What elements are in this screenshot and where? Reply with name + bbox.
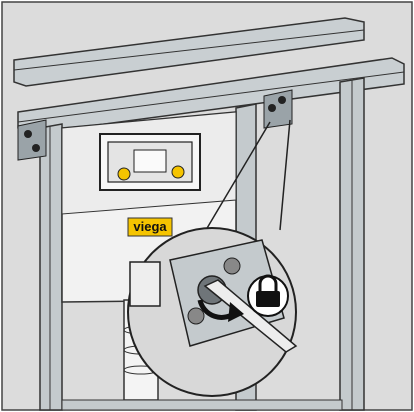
curved-arrow-clockwise-icon <box>197 299 244 322</box>
brand-logo: viega <box>127 217 173 237</box>
wall-rail-upper <box>13 17 365 87</box>
bottom-rail <box>61 399 343 411</box>
frame-upright-left <box>39 123 63 411</box>
corner-bracket-right <box>263 89 293 129</box>
corner-bracket-left <box>17 119 47 161</box>
callout-leader-line <box>199 121 271 241</box>
screwdriver-icon <box>203 279 298 353</box>
padlock-closed-icon <box>247 274 289 317</box>
callout-leader-line <box>279 119 291 231</box>
brand-logo-text: viega <box>133 219 167 234</box>
frame-upright-right <box>339 77 365 411</box>
flush-actuator-plate <box>99 133 201 191</box>
